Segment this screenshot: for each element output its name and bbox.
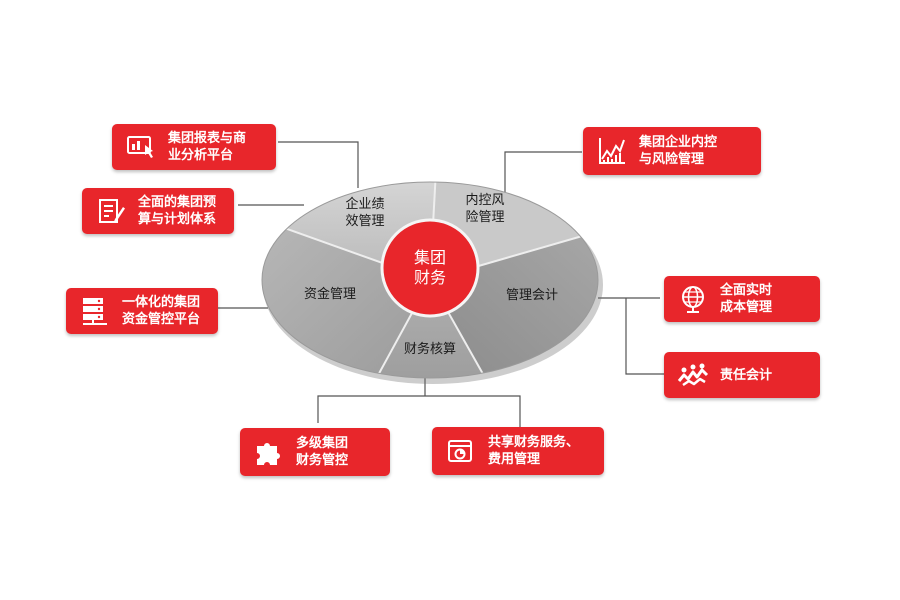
segment-label-capital: 资金管理: [303, 287, 356, 302]
ellipse-outline: [261, 181, 599, 379]
box-label: 责任会计: [720, 367, 773, 383]
box-report-platform[interactable]: 集团报表与商 业分析平台: [112, 124, 276, 170]
box-shared-services[interactable]: 共享财务服务、 费用管理: [432, 427, 604, 475]
box-label: 全面实时 成本管理: [720, 283, 773, 315]
puzzle-icon: [252, 435, 286, 469]
budget-pen-icon: [94, 194, 128, 228]
connector-lines: [218, 141, 664, 428]
server-network-icon: [78, 294, 112, 328]
connector-branch: [625, 298, 664, 375]
box-label: 共享财务服务、 费用管理: [488, 435, 580, 467]
box-responsibility-accounting[interactable]: 责任会计: [664, 352, 820, 398]
box-multilevel-control[interactable]: 多级集团 财务管控: [240, 428, 390, 476]
document-chart-icon: [444, 434, 478, 468]
box-label: 多级集团 财务管控: [296, 436, 349, 468]
report-touch-icon: [124, 130, 158, 164]
hub-circle: [380, 218, 480, 318]
connector-report: [278, 141, 359, 188]
box-label: 全面的集团预 算与计划体系: [138, 195, 217, 227]
connector-internal-control: [504, 151, 582, 192]
box-label: 一体化的集团 资金管控平台: [122, 295, 201, 327]
segment-accounting: [370, 280, 492, 378]
box-budget-system[interactable]: 全面的集团预 算与计划体系: [82, 188, 234, 234]
segment-label-performance: 企业绩 效管理: [345, 197, 385, 229]
globe-stand-icon: [676, 282, 710, 316]
segment-label-accounting: 财务核算: [403, 342, 456, 357]
box-label: 集团企业内控 与风险管理: [639, 135, 718, 167]
box-capital-platform[interactable]: 一体化的集团 资金管控平台: [66, 288, 218, 334]
hub-label: 集团 财务: [413, 248, 446, 287]
segment-label-risk: 内控风 险管理: [465, 193, 505, 225]
segment-label-management-accounting: 管理会计: [505, 288, 558, 303]
box-label: 集团报表与商 业分析平台: [168, 131, 247, 163]
people-group-icon: [676, 358, 710, 392]
connector-bottom: [317, 395, 521, 428]
line-chart-icon: [595, 134, 629, 168]
box-cost-management[interactable]: 全面实时 成本管理: [664, 276, 820, 322]
box-internal-control[interactable]: 集团企业内控 与风险管理: [583, 127, 761, 175]
